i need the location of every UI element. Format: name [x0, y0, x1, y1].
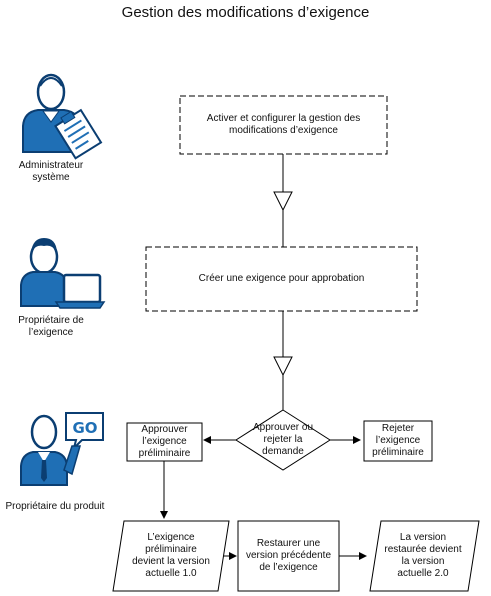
- role-label-line: Propriétaire de: [18, 315, 84, 326]
- administrator-clipboard-icon: [22, 73, 103, 160]
- role-label-system-admin: Administrateur système: [4, 160, 98, 184]
- role-label-requirement-owner: Propriétaire de l’exigence: [4, 315, 98, 339]
- decision-diamond: [235, 409, 331, 471]
- step-enable-configure-text: Activer et configurer la gestion des mod…: [206, 113, 361, 136]
- step-restored-current-parallelogram: [369, 520, 480, 592]
- role-label-line: l’exigence: [28, 327, 74, 338]
- role-label-line: Propriétaire du produit: [5, 501, 105, 512]
- step-approve-draft-text: Approuver l’exigence préliminaire: [138, 424, 191, 459]
- step-reject-draft-box: [363, 420, 433, 462]
- step-create-requirement-text: Créer une exigence pour approbation: [198, 273, 365, 284]
- step-restore-previous-text: Restaurer une version précédente de l’ex…: [245, 538, 332, 573]
- role-label-product-owner: Propriétaire du produit: [0, 501, 110, 513]
- step-draft-current-text: L’exigence préliminaire devient la versi…: [132, 532, 210, 579]
- diagram-title: Gestion des modifications d’exigence: [121, 4, 370, 21]
- step-enable-configure-box: [179, 95, 388, 155]
- step-create-requirement-box: [145, 246, 418, 312]
- flow-triangle-marker-1: [273, 191, 293, 212]
- role-label-line: système: [32, 172, 70, 183]
- step-approve-draft-box: [126, 422, 203, 462]
- step-reject-draft-text: Rejeter l’exigence préliminaire: [372, 423, 424, 458]
- role-label-line: Administrateur: [18, 160, 84, 171]
- step-restored-current-text: La version restaurée devient la version …: [384, 532, 462, 579]
- flow-connectors: [160, 154, 367, 560]
- go-bubble-text: GO: [72, 419, 97, 437]
- flow-triangle-marker-2: [273, 356, 293, 377]
- decision-text: Approuver ou rejeter la demande: [252, 422, 314, 457]
- owner-laptop-icon: [20, 238, 106, 309]
- step-restore-previous-box: [237, 520, 340, 592]
- product-owner-go-icon: GO: [20, 412, 104, 486]
- step-draft-current-parallelogram: [112, 520, 230, 592]
